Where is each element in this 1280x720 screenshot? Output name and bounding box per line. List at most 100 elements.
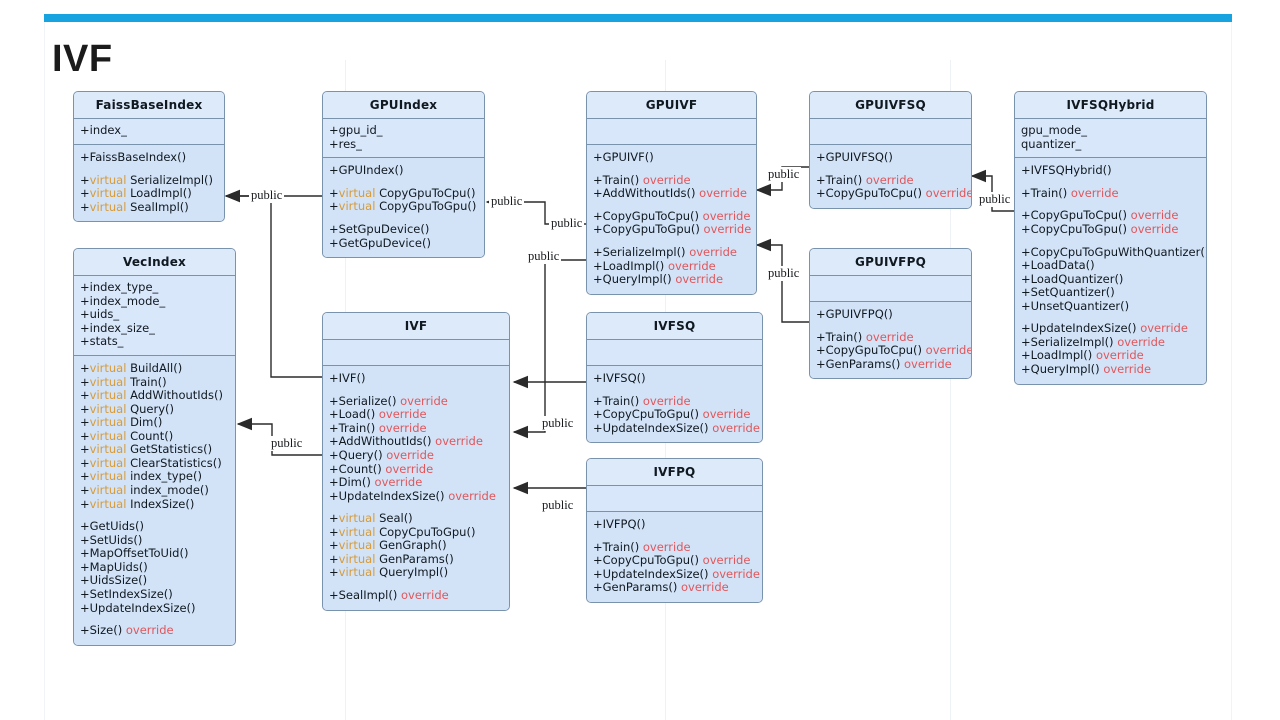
class-member: +UpdateIndexSize() bbox=[80, 600, 196, 615]
operation-group: +IVFSQ() bbox=[593, 372, 756, 386]
accent-top-bar bbox=[44, 14, 1232, 22]
layout-guide-3 bbox=[950, 60, 951, 720]
class-member bbox=[816, 281, 965, 295]
operation-group: +IVFSQHybrid() bbox=[1021, 164, 1200, 178]
class-member: +virtual Train() bbox=[80, 374, 167, 389]
relation-label-r5: public bbox=[269, 436, 305, 451]
class-attributes bbox=[810, 119, 971, 146]
class-box-faissbaseindex[interactable]: FaissBaseIndex+index_+FaissBaseIndex()+v… bbox=[73, 91, 225, 223]
class-member: +virtual index_type() bbox=[80, 469, 202, 484]
virtual-keyword: virtual bbox=[89, 483, 127, 498]
class-box-gpuivfsq[interactable]: GPUIVFSQ +GPUIVFSQ()+Train() override+Co… bbox=[809, 91, 972, 209]
class-name-header: VecIndex bbox=[74, 249, 235, 277]
class-member: gpu_mode_ bbox=[1021, 123, 1088, 138]
virtual-keyword: virtual bbox=[338, 538, 376, 553]
class-box-gpuivf[interactable]: GPUIVF +GPUIVF()+Train() override+AddWit… bbox=[586, 91, 757, 295]
class-operations: +GPUIVF()+Train() override+AddWithoutIds… bbox=[587, 145, 756, 294]
class-name-header: IVF bbox=[323, 313, 509, 341]
class-member: +Load() override bbox=[329, 407, 427, 422]
class-member: +SetUids() bbox=[80, 532, 143, 547]
class-box-vecindex[interactable]: VecIndex+index_type_+index_mode_+uids_+i… bbox=[73, 248, 236, 646]
class-name-header: IVFSQHybrid bbox=[1015, 92, 1206, 120]
operation-group: +CopyCpuToGpuWithQuantizer()+LoadData()+… bbox=[1021, 245, 1206, 314]
class-member: +AddWithoutIds() override bbox=[329, 434, 483, 449]
class-member: +Train() override bbox=[1021, 185, 1119, 200]
class-member: +IVFSQ() bbox=[593, 371, 646, 386]
class-member: +Train() override bbox=[816, 329, 914, 344]
override-keyword: override bbox=[903, 356, 952, 371]
watermark bbox=[44, 640, 264, 680]
class-box-ivf[interactable]: IVF +IVF()+Serialize() override+Load() o… bbox=[322, 312, 510, 611]
override-keyword: override bbox=[385, 461, 434, 476]
class-name-header: GPUIVF bbox=[587, 92, 756, 120]
class-name-header: GPUIVFPQ bbox=[810, 249, 971, 277]
class-name-header: GPUIVFSQ bbox=[810, 92, 971, 120]
class-member: +CopyCpuToGpu() override bbox=[593, 553, 751, 568]
operation-group: +UpdateIndexSize() override+SerializeImp… bbox=[1021, 322, 1200, 376]
virtual-keyword: virtual bbox=[89, 374, 127, 389]
virtual-keyword: virtual bbox=[89, 360, 127, 375]
operation-group: +virtual SerializeImpl()+virtual LoadImp… bbox=[80, 172, 218, 215]
class-name-header: IVFSQ bbox=[587, 313, 762, 341]
class-member: +IVFPQ() bbox=[593, 517, 646, 532]
class-box-gpuivfpq[interactable]: GPUIVFPQ +GPUIVFPQ()+Train() override+Co… bbox=[809, 248, 972, 380]
class-attributes: gpu_mode_quantizer_ bbox=[1015, 119, 1206, 159]
virtual-keyword: virtual bbox=[89, 428, 127, 443]
relation-label-r9: public bbox=[766, 266, 802, 281]
class-attributes bbox=[587, 119, 756, 146]
override-keyword: override bbox=[378, 420, 427, 435]
class-member: +virtual ClearStatistics() bbox=[80, 455, 222, 470]
virtual-keyword: virtual bbox=[89, 172, 127, 187]
class-member: +Dim() override bbox=[329, 475, 423, 490]
override-keyword: override bbox=[1130, 221, 1179, 236]
operation-group: +IVF() bbox=[329, 372, 503, 386]
class-member: +UpdateIndexSize() override bbox=[1021, 321, 1188, 336]
class-member: +virtual SerializeImpl() bbox=[80, 172, 213, 187]
class-member: +virtual IndexSize() bbox=[80, 496, 195, 511]
operation-group: +SealImpl() override bbox=[329, 588, 503, 603]
class-member: +GetUids() bbox=[80, 519, 145, 534]
class-attributes bbox=[810, 276, 971, 303]
class-box-ivfpq[interactable]: IVFPQ +IVFPQ()+Train() override+CopyCpuT… bbox=[586, 458, 763, 603]
override-keyword: override bbox=[435, 434, 483, 449]
class-member: +GenParams() override bbox=[593, 580, 729, 595]
operation-group: +IVFPQ() bbox=[593, 518, 756, 532]
override-keyword: override bbox=[386, 447, 434, 462]
class-box-ivfsq[interactable]: IVFSQ +IVFSQ()+Train() override+CopyCpuT… bbox=[586, 312, 763, 444]
override-keyword: override bbox=[667, 258, 716, 273]
class-member: +GPUIVF() bbox=[593, 150, 654, 165]
class-operations: +GPUIVFPQ()+Train() override+CopyGpuToCp… bbox=[810, 302, 971, 379]
class-member: +MapUids() bbox=[80, 559, 148, 574]
class-attributes: +gpu_id_+res_ bbox=[323, 119, 484, 159]
class-member: +SealImpl() override bbox=[329, 588, 449, 603]
class-member: +virtual Seal() bbox=[329, 511, 413, 526]
class-member: +Train() override bbox=[593, 172, 691, 187]
class-member: +virtual BuildAll() bbox=[80, 360, 183, 375]
operation-group: +GetUids()+SetUids()+MapOffsetToUid()+Ma… bbox=[80, 520, 229, 615]
class-member: +virtual Count() bbox=[80, 428, 174, 443]
class-member: +GPUIVFSQ() bbox=[816, 150, 893, 165]
override-keyword: override bbox=[642, 539, 691, 554]
class-member: +virtual CopyCpuToGpu() bbox=[329, 524, 476, 539]
class-member: quantizer_ bbox=[1021, 136, 1082, 151]
override-keyword: override bbox=[689, 244, 737, 259]
override-keyword: override bbox=[1103, 362, 1152, 377]
override-keyword: override bbox=[1095, 348, 1144, 363]
class-member: +Train() override bbox=[593, 393, 691, 408]
operation-group: +SerializeImpl() override+LoadImpl() ove… bbox=[593, 244, 750, 287]
class-member: +GPUIVFPQ() bbox=[816, 307, 893, 322]
override-keyword: override bbox=[703, 222, 752, 237]
operation-group: +GPUIVF() bbox=[593, 151, 750, 165]
override-keyword: override bbox=[642, 172, 691, 187]
class-member: +CopyGpuToCpu() override bbox=[816, 186, 972, 201]
class-member: +SerializeImpl() override bbox=[593, 244, 737, 259]
class-member: +GenParams() override bbox=[816, 356, 952, 371]
class-member: +Train() override bbox=[593, 539, 691, 554]
class-member: +SetIndexSize() bbox=[80, 586, 173, 601]
virtual-keyword: virtual bbox=[89, 496, 127, 511]
virtual-keyword: virtual bbox=[89, 469, 127, 484]
relation-label-r8: public bbox=[766, 167, 802, 182]
class-member: +virtual GenGraph() bbox=[329, 538, 447, 553]
class-box-gpuindex[interactable]: GPUIndex+gpu_id_+res_+GPUIndex()+virtual… bbox=[322, 91, 485, 259]
